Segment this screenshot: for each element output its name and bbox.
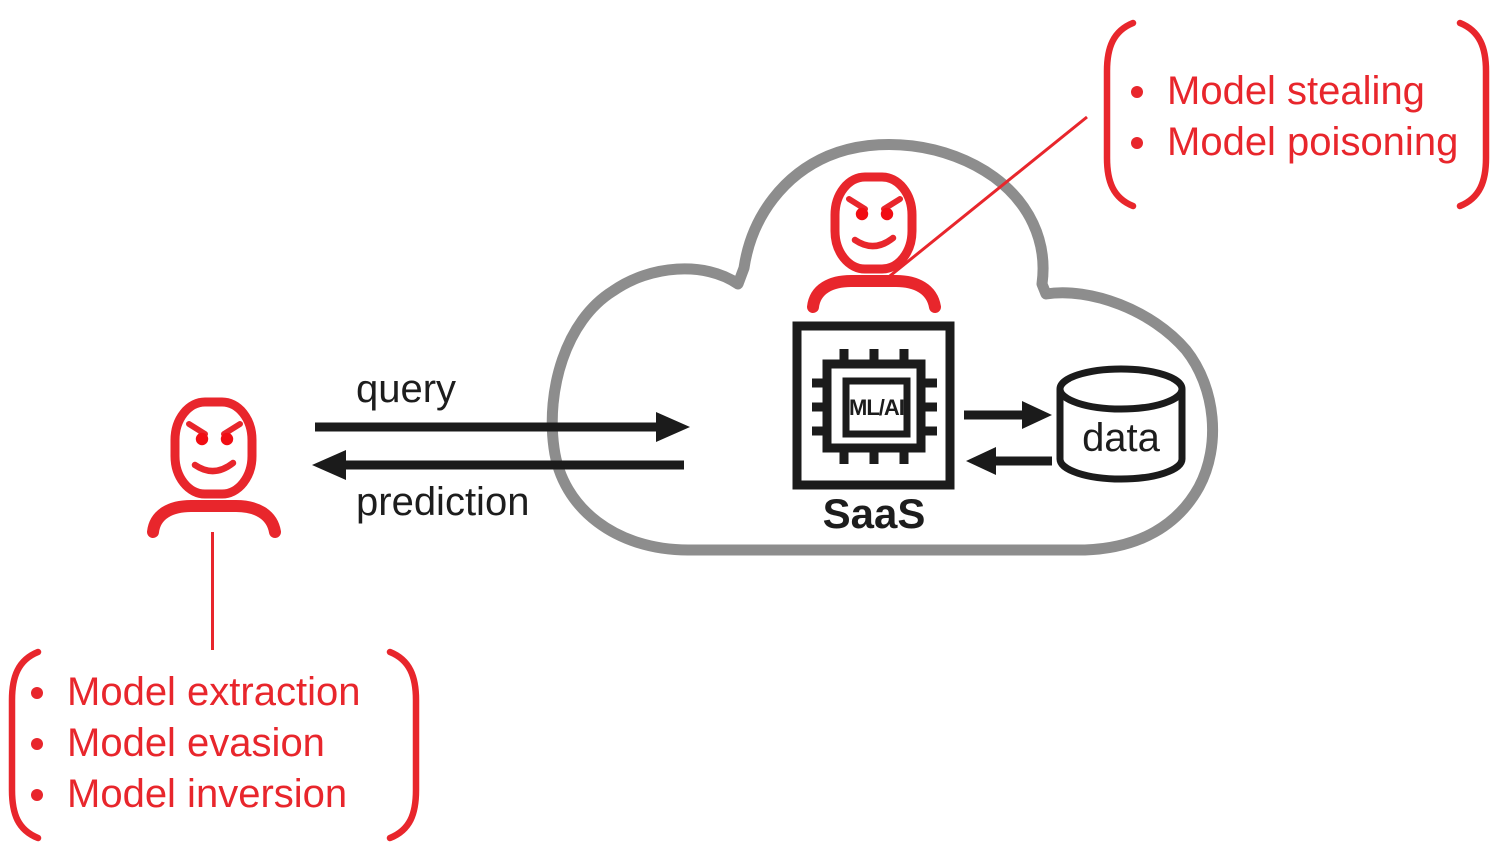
- insider-threats-bracket: [1103, 19, 1490, 210]
- threat-label: Model poisoning: [1167, 120, 1459, 164]
- bullet-icon: [31, 686, 43, 699]
- bullet-icon: [31, 737, 43, 750]
- external-threats-bracket: [8, 648, 420, 842]
- bullet-icon: [1131, 136, 1143, 149]
- external-attacker-icon: [153, 402, 275, 532]
- bullet-icon: [1131, 85, 1143, 98]
- query-arrow-icon: [315, 412, 690, 442]
- saas-label: SaaS: [822, 490, 926, 537]
- insider-attacker-connector-line: [879, 115, 1088, 286]
- database-cylinder-icon: [1056, 365, 1186, 483]
- prediction-label: prediction: [356, 480, 530, 524]
- external-threat-list: Model extraction Model evasion Model inv…: [31, 667, 360, 820]
- prediction-arrow-icon: [312, 450, 684, 480]
- threat-label: Model extraction: [67, 670, 361, 714]
- list-item: Model extraction: [31, 667, 360, 718]
- threat-label: Model evasion: [67, 721, 325, 765]
- chip-to-data-arrow-icon: [964, 401, 1052, 429]
- data-to-chip-arrow-icon: [966, 447, 1052, 475]
- bullet-icon: [31, 788, 43, 801]
- ml-chip-icon: [792, 321, 955, 490]
- threat-label: Model stealing: [1167, 69, 1425, 113]
- query-label: query: [356, 367, 457, 411]
- ml-ai-chip-label: ML/AI: [849, 394, 905, 420]
- insider-threat-list: Model stealing Model poisoning: [1131, 66, 1458, 168]
- threat-label: Model inversion: [67, 772, 348, 816]
- chip-pins: [812, 349, 937, 464]
- list-item: Model stealing: [1131, 66, 1458, 117]
- list-item: Model evasion: [31, 718, 360, 769]
- list-item: Model inversion: [31, 769, 360, 820]
- data-label: data: [1082, 416, 1160, 460]
- list-item: Model poisoning: [1131, 117, 1458, 168]
